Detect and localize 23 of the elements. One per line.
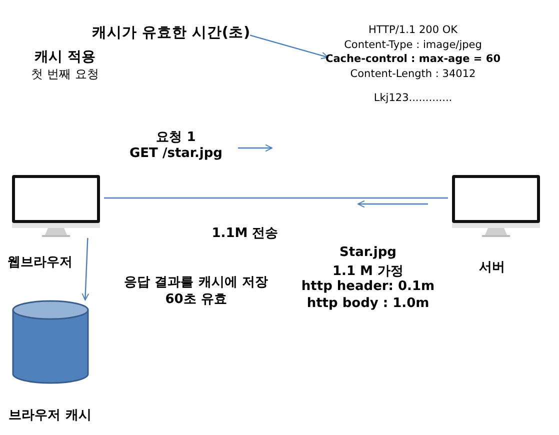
- header-line: Cache-control : max-age = 60: [326, 53, 500, 65]
- header-line: Content-Type : image/jpeg: [344, 38, 482, 50]
- label-text: 1.1M 전송: [212, 225, 278, 242]
- connector-line: [104, 197, 448, 199]
- label-text: http body : 1.0m: [306, 296, 430, 311]
- annotation-text: 캐시가 유효한 시간(초): [92, 24, 250, 42]
- header-line: Lkj123.............: [374, 92, 452, 104]
- label-text: 1.1 M 가정: [332, 263, 404, 280]
- arrow: [250, 34, 328, 60]
- label-text: Star.jpg: [340, 245, 396, 260]
- label-text: 캐시 적용: [34, 48, 96, 66]
- header-line: HTTP/1.1 200 OK: [368, 24, 458, 36]
- label-text: GET /star.jpg: [130, 146, 222, 161]
- label-text: 응답 결과를 캐시에 저장: [124, 274, 268, 291]
- header-line: Content-Length : 34012: [350, 68, 476, 80]
- arrow: [82, 238, 90, 300]
- node-caption: 서버: [479, 259, 505, 276]
- label-text: 첫 번째 요청: [31, 66, 99, 83]
- label-text: http header: 0.1m: [301, 279, 435, 294]
- label-text: 60초 유효: [165, 291, 227, 308]
- node-caption: 브라우저 캐시: [8, 407, 92, 424]
- label-text: 요청 1: [156, 129, 196, 146]
- node-caption: 웹브라우저: [8, 254, 72, 271]
